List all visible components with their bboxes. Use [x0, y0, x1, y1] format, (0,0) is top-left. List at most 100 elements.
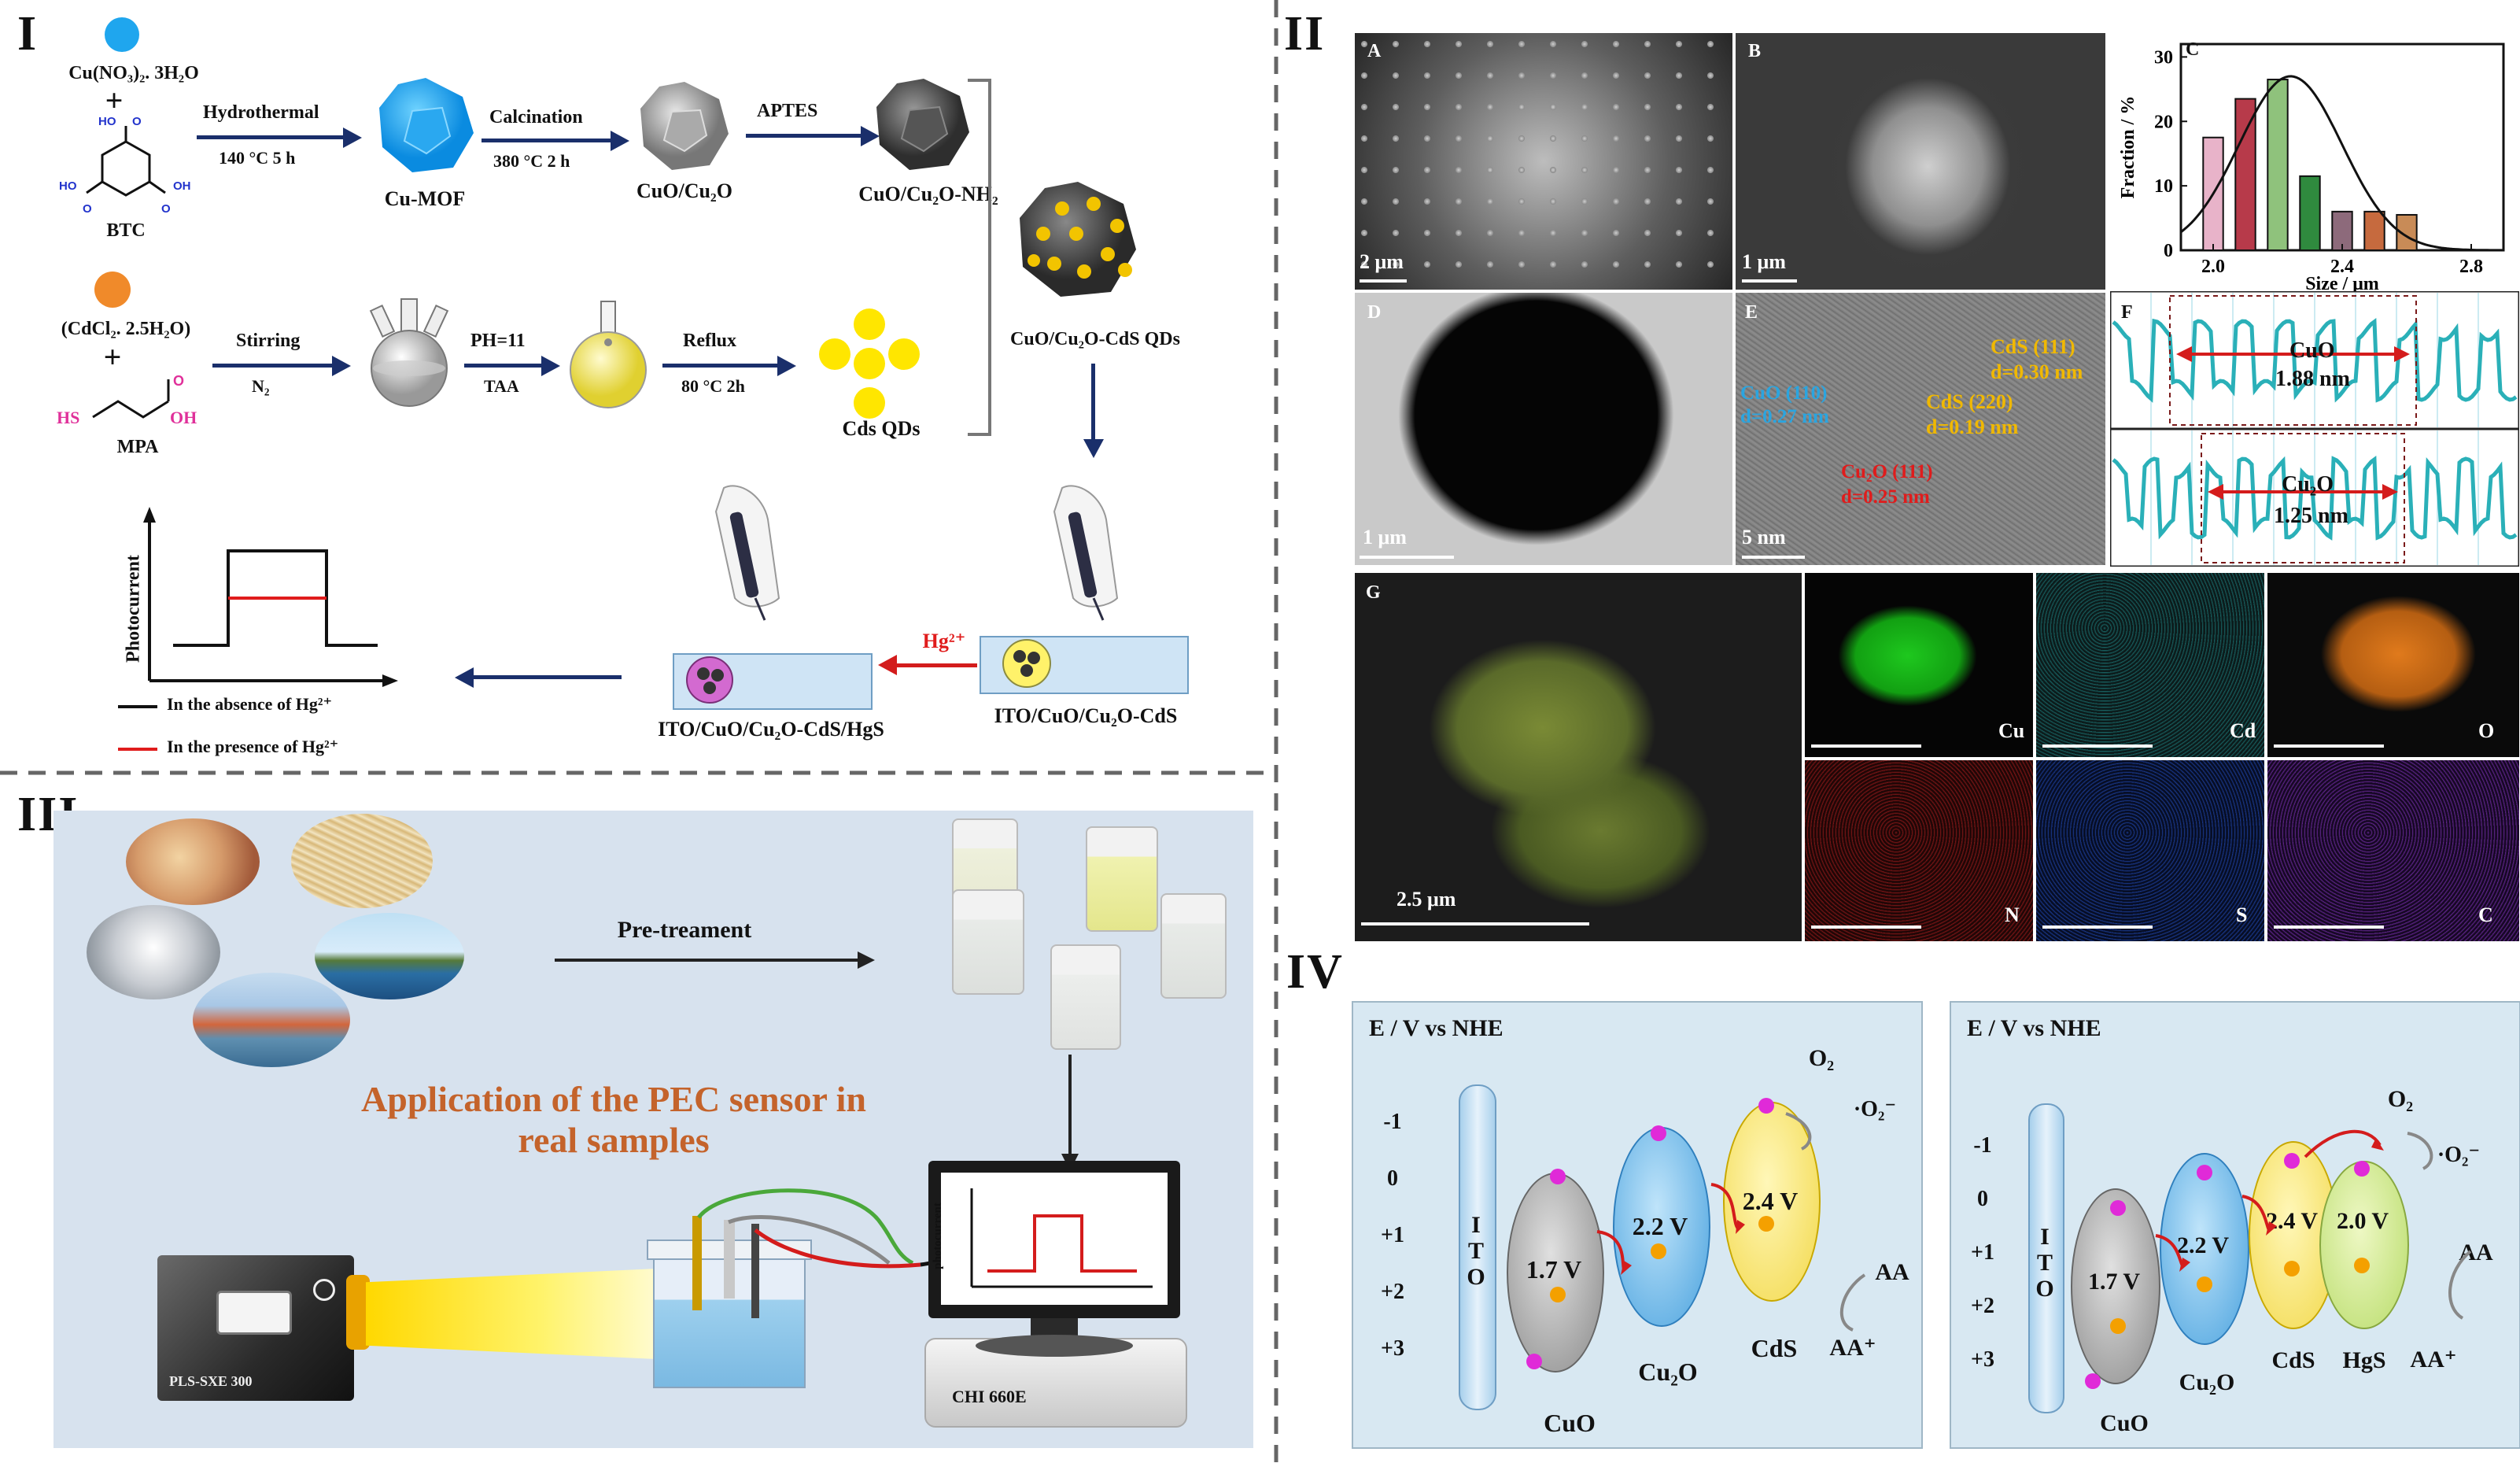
sem-b-letter: B [1748, 41, 1762, 61]
eds-overlay-image-g [1355, 573, 1802, 941]
profile-signal [2112, 456, 2518, 541]
cuo-cu2o-crystal-icon [640, 82, 729, 170]
hrtem-cds220: CdS (220) [1926, 390, 2013, 413]
band-left-cu2o-gap: 2.2 V [1632, 1212, 1688, 1240]
eds-o-scale-bar [2274, 744, 2384, 748]
chart-bar [2267, 79, 2289, 251]
photocurrent-axis-label: Photocurrent [123, 555, 144, 663]
arrow-pretreatment [555, 959, 862, 962]
band-left-aa-plus: AA⁺ [1829, 1335, 1876, 1361]
eds-map-s [2036, 760, 2264, 941]
section-label-iv: IV [1286, 945, 1344, 999]
arrowhead-ph [541, 356, 560, 376]
cu-precursor-label: Cu(NO₃)₂. 3H₂O [68, 63, 199, 83]
sample-photo-rice [291, 814, 433, 908]
pipette-hand-icon-2 [714, 485, 780, 621]
cds-qds-dots-icon [819, 308, 920, 419]
lamp-power-icon [313, 1279, 335, 1301]
arrow-to-workstation [1068, 1055, 1072, 1157]
lamp-gauge-icon [216, 1291, 292, 1335]
cu-precursor-dot [105, 17, 139, 52]
svg-text:HO: HO [59, 179, 77, 193]
profile-signal [2112, 318, 2518, 403]
hg-label: Hg²⁺ [922, 630, 966, 652]
eds-label-o: O [2478, 719, 2495, 742]
profile-arrowhead-left [2176, 346, 2192, 362]
pec-electrode-1 [692, 1216, 702, 1310]
plus-sign-2: + [103, 339, 122, 375]
sem-b-scale-bar [1742, 279, 1797, 283]
profile-arrowhead-right [2382, 484, 2398, 500]
arrowhead-aptes [861, 126, 880, 146]
svg-text:O: O [83, 202, 92, 216]
stirring-label: Stirring [236, 331, 301, 351]
eds-map-cd [2036, 573, 2264, 757]
eds-map-o [2267, 573, 2519, 757]
band-left-tick-p2: +2 [1381, 1280, 1404, 1304]
band-left-tick-p1: +1 [1381, 1223, 1404, 1247]
electrode-ito-hgs-label: ITO/CuO/Cu₂O-CdS/HgS [658, 718, 884, 741]
eds-cu-scale-bar [1811, 744, 1921, 748]
chart-y-tick-label: 10 [2154, 176, 2173, 197]
band-right-o2: O₂ [2387, 1086, 2414, 1112]
chart-x-axis-label: Size / μm [2305, 274, 2379, 293]
profile-cu2o-label: Cu₂O [2282, 472, 2334, 497]
hydrothermal-condition: 140 °C 5 h [219, 148, 296, 168]
arrowhead-stirring [332, 356, 351, 376]
eds-g-scale-bar [1361, 922, 1589, 925]
band-right-hgs-gap: 2.0 V [2336, 1208, 2389, 1234]
calcination-condition: 380 °C 2 h [493, 151, 570, 171]
band-left-ito [1459, 1084, 1496, 1410]
profile-cu2o-d: 1.25 nm [2274, 504, 2348, 528]
lattice-profile-f [2110, 291, 2519, 567]
chart-x-tick-label: 2.8 [2459, 257, 2483, 277]
mpa-hs-label: HS [57, 408, 80, 427]
aptes-label: APTES [757, 101, 818, 121]
profile-selection-box [2169, 295, 2417, 426]
workstation-base-top [976, 1335, 1133, 1357]
arrowhead-down-composite [1083, 439, 1104, 458]
band-right-o2-rad: ·O₂⁻ [2437, 1143, 2481, 1167]
hrtem-cuo-d: d=0.27 nm [1740, 406, 1829, 427]
tem-d-scale-text: 1 μm [1363, 526, 1407, 549]
composite-crystal-icon [1020, 182, 1136, 297]
svg-text:O: O [161, 202, 171, 216]
profile-selection-box [2201, 433, 2405, 563]
arrowhead-reflux [777, 356, 796, 376]
band-right-tick-p3: +3 [1971, 1347, 1994, 1372]
hrtem-image-e [1736, 293, 2105, 565]
cd-precursor-dot [94, 272, 131, 308]
chart-bar [2234, 98, 2256, 251]
band-right-cds-gap: 2.4 V [2265, 1208, 2319, 1234]
reaction-flask-1-icon [369, 298, 449, 407]
screen-photocurrent-graph [970, 1188, 1153, 1288]
tem-d-scale-bar [1360, 556, 1454, 559]
reflux-label: Reflux [683, 331, 736, 351]
btc-label: BTC [106, 220, 146, 241]
hrtem-e-letter: E [1745, 302, 1758, 323]
photocurrent-schematic-graph [143, 507, 398, 687]
band-right-tick-p2: +2 [1971, 1294, 1994, 1318]
hrtem-cds111: CdS (111) [1991, 335, 2075, 358]
eds-map-c [2267, 760, 2519, 941]
hrtem-cu2o: Cu₂O (111) [1841, 461, 1933, 482]
arrow-aptes [746, 134, 864, 138]
eds-label-cd: Cd [2230, 719, 2256, 742]
reflux-condition: 80 °C 2h [681, 376, 745, 396]
sample-photo-river [193, 973, 350, 1067]
application-title-line2: real samples [518, 1120, 710, 1160]
band-right-aa: AA [2459, 1239, 2493, 1265]
band-left-axis-title: E / V vs NHE [1369, 1015, 1504, 1041]
workstation-label: CHI 660E [952, 1387, 1027, 1406]
vial-3 [952, 889, 1024, 995]
band-right-cuo-gap: 1.7 V [2087, 1269, 2141, 1295]
band-left-tick-0: 0 [1387, 1166, 1398, 1191]
pec-electrode-2 [724, 1220, 735, 1299]
band-left-o2: O₂ [1808, 1045, 1835, 1071]
sem-image-a [1355, 33, 1732, 290]
sample-photo-peanuts [126, 818, 260, 905]
band-right-cuo-label: CuO [2100, 1410, 2149, 1436]
section-label-ii: II [1284, 7, 1326, 61]
hydrothermal-label: Hydrothermal [203, 102, 319, 123]
sem-a-letter: A [1367, 41, 1382, 61]
